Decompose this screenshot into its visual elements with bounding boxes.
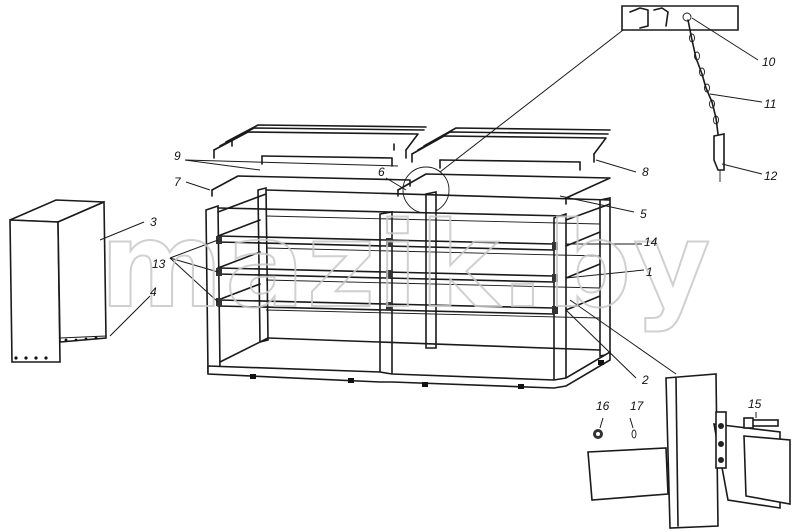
detail-circle-part-6	[402, 19, 637, 214]
callout-6: 6	[378, 165, 385, 179]
callout-2: 2	[641, 373, 649, 387]
callout-15: 15	[748, 397, 762, 411]
callout-14: 14	[644, 235, 658, 249]
chain-links-part-11	[689, 33, 719, 125]
watermark-text: mazik.by	[100, 196, 712, 334]
callout-13: 13	[152, 257, 166, 271]
roof-hoops-right-part-8	[411, 127, 611, 171]
callout-labels: 1 2 3 4 5 6 7 8 9 10 11 12 13 14 15 16 1…	[150, 55, 778, 413]
callout-17: 17	[630, 399, 645, 413]
callout-8: 8	[642, 165, 649, 179]
roof-hoops-left-part-9	[213, 124, 427, 167]
callout-3: 3	[150, 215, 157, 229]
callout-9: 9	[174, 149, 181, 163]
callout-1: 1	[646, 265, 653, 279]
callout-5: 5	[640, 207, 647, 221]
callout-10: 10	[762, 55, 776, 69]
leader-lines	[99, 17, 763, 429]
nut-part-16	[593, 429, 603, 439]
detail-view-hinge-part-15	[569, 299, 791, 529]
base-feet	[250, 360, 604, 389]
detail-view-hook-chain	[621, 5, 739, 182]
slat-brackets-part-13	[216, 236, 558, 314]
side-panel-part-3	[9, 199, 107, 363]
callout-4: 4	[150, 285, 157, 299]
bolt-part-15	[743, 417, 779, 429]
callout-7: 7	[174, 175, 182, 189]
cage-frame	[205, 186, 611, 389]
callout-11: 11	[764, 97, 776, 111]
washer-part-17	[631, 429, 637, 439]
callout-12: 12	[764, 169, 778, 183]
callout-16: 16	[596, 399, 610, 413]
panel-bolt-row	[14, 336, 98, 360]
